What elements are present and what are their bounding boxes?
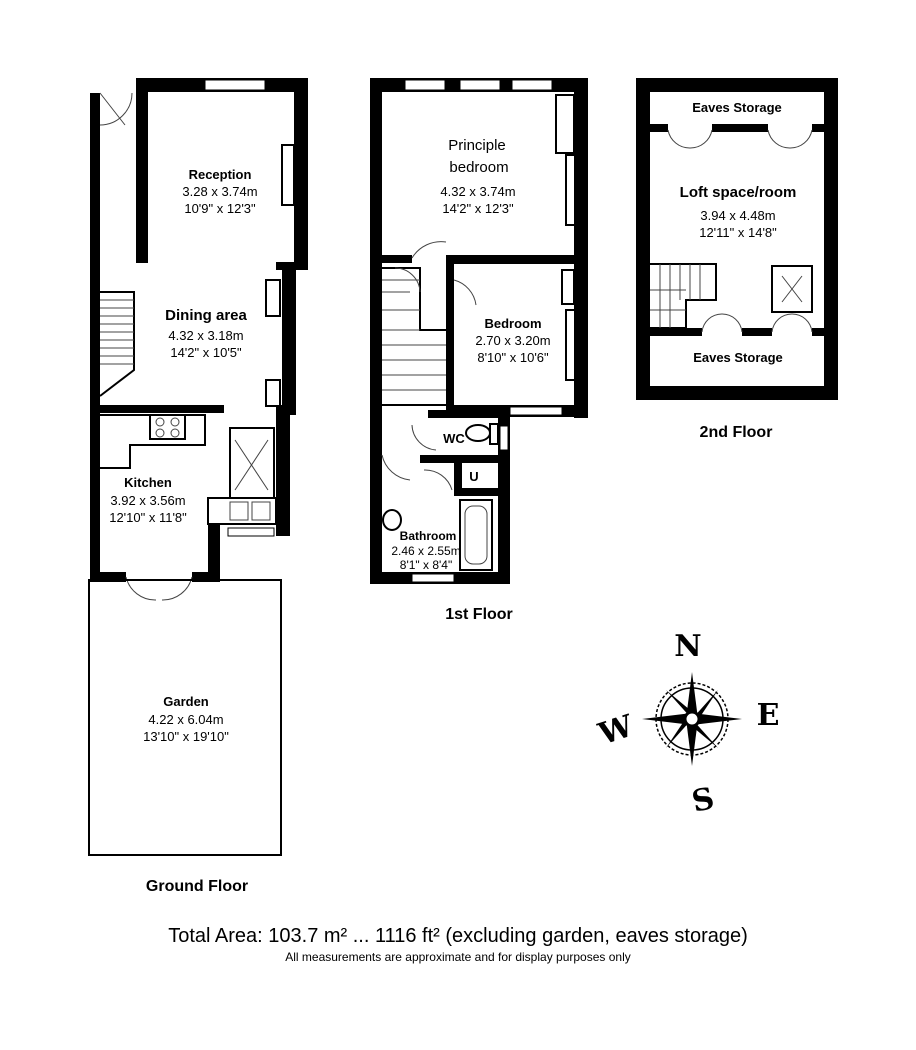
bathroom-imperial: 8'1" x 8'4" — [400, 558, 452, 572]
eaves-storage-bottom-label: Eaves Storage — [693, 350, 783, 365]
disclaimer-text: All measurements are approximate and for… — [285, 950, 631, 964]
dining-label: Dining area — [165, 307, 247, 324]
reception-imperial: 10'9" x 12'3" — [184, 201, 256, 216]
first-floor-title: 1st Floor — [445, 606, 513, 623]
loft-label: Loft space/room — [680, 184, 797, 201]
compass-east-label: E — [757, 698, 780, 733]
bedroom-metric: 2.70 x 3.20m — [475, 333, 550, 348]
second-floor-plan — [636, 78, 838, 400]
kitchen-label: Kitchen — [124, 475, 172, 490]
bathroom-metric: 2.46 x 2.55m — [391, 544, 460, 558]
reception-label: Reception — [189, 167, 252, 182]
total-area-text: Total Area: 103.7 m² ... 1116 ft² (exclu… — [168, 925, 748, 947]
first-floor-plan — [370, 78, 588, 584]
garden-metric: 4.22 x 6.04m — [148, 712, 223, 727]
kitchen-metric: 3.92 x 3.56m — [110, 493, 185, 508]
kitchen-imperial: 12'10" x 11'8" — [109, 510, 187, 525]
dining-imperial: 14'2" x 10'5" — [170, 345, 242, 360]
principle-bedroom-label-line2: bedroom — [449, 159, 508, 176]
compass-north-label: N — [674, 629, 701, 664]
compass-west-label: W — [594, 708, 639, 752]
garden-label: Garden — [163, 694, 209, 709]
loft-metric: 3.94 x 4.48m — [700, 208, 775, 223]
eaves-storage-top-label: Eaves Storage — [692, 100, 782, 115]
u-label: U — [469, 469, 478, 484]
ground-floor-plan — [88, 78, 308, 856]
garden-imperial: 13'10" x 19'10" — [143, 729, 229, 744]
principle-bedroom-label-line1: Principle — [448, 137, 506, 154]
second-floor-title: 2nd Floor — [700, 424, 773, 441]
wc-label: WC — [443, 431, 465, 446]
bedroom-label: Bedroom — [484, 316, 541, 331]
reception-metric: 3.28 x 3.74m — [182, 184, 257, 199]
ground-floor-title: Ground Floor — [146, 878, 248, 895]
bedroom-imperial: 8'10" x 10'6" — [477, 350, 549, 365]
dining-metric: 4.32 x 3.18m — [168, 328, 243, 343]
bathroom-label: Bathroom — [400, 529, 457, 543]
compass-south-label: S — [689, 781, 717, 820]
compass-rose-icon — [642, 672, 742, 766]
principle-bedroom-metric: 4.32 x 3.74m — [440, 184, 515, 199]
principle-bedroom-imperial: 14'2" x 12'3" — [442, 201, 514, 216]
loft-imperial: 12'11" x 14'8" — [699, 225, 777, 240]
